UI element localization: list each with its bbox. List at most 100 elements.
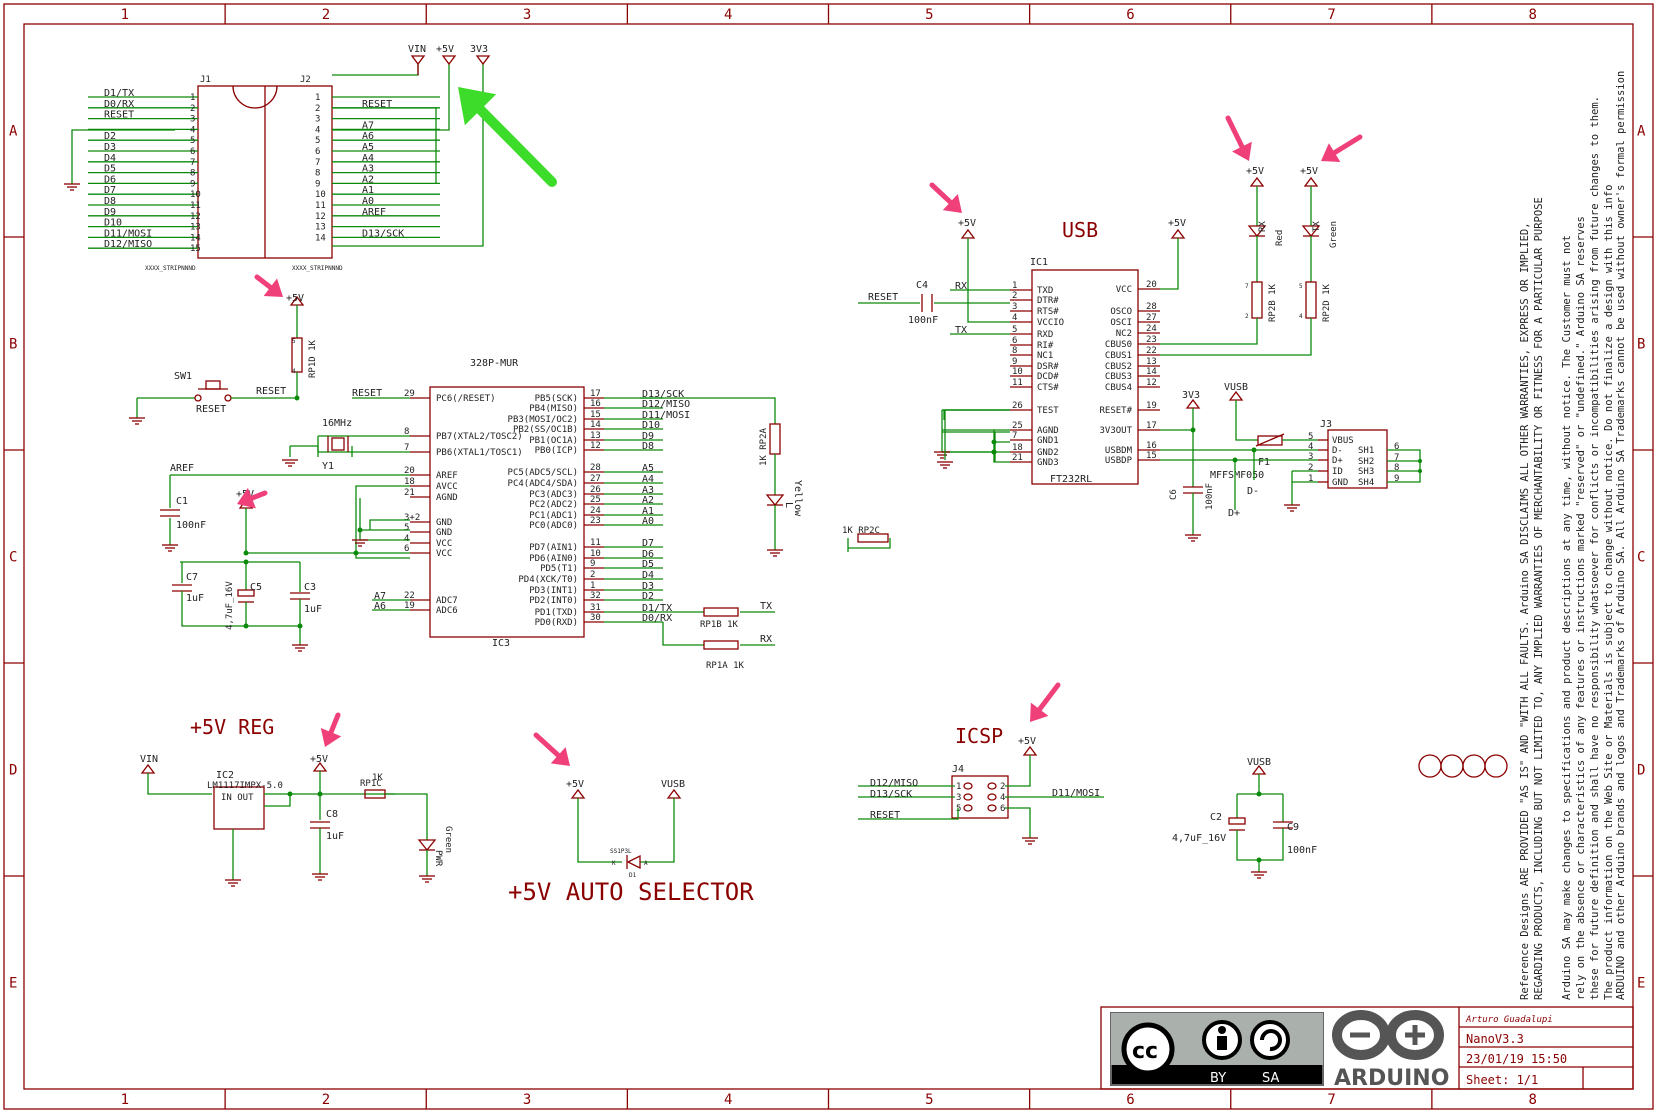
usb-left-pin-name: GND2 [1037, 448, 1059, 458]
mcu-left-pin-name: PC6(/RESET) [436, 394, 496, 404]
j1-pin-label: D4 [104, 153, 116, 164]
j1-pin-label: D2 [104, 131, 116, 142]
mcu-left-pin-number: 22 [404, 591, 415, 601]
j1-pin-number: 2 [190, 104, 195, 114]
mcu-right-pin-name: PC5(ADC5/SCL) [508, 468, 578, 478]
j1-pin-label: RESET [104, 110, 134, 121]
usb-left-pin-number: 11 [1012, 378, 1023, 388]
pink-arrow-icon [263, 278, 283, 297]
legal-note-line: REGARDING PRODUCTS, INCLUDING BUT NOT LI… [1533, 197, 1545, 1000]
j2-pin-label: A0 [362, 196, 374, 207]
dm-label: D- [1247, 486, 1259, 497]
j2-pin-label: RESET [362, 99, 392, 110]
mcu-right-pin-number: 14 [590, 420, 601, 430]
usb-left-pin-number: 7 [1012, 431, 1017, 441]
mcu-right-pin-name: PB5(SCK) [535, 394, 578, 404]
usb-left-pin-number: 10 [1012, 367, 1023, 377]
c4-label: C4 [916, 280, 928, 291]
mcu-left-pin-name: AREF [436, 471, 458, 481]
tx-led-color: Green [1329, 221, 1339, 248]
usb-vusb-label: VUSB [1224, 382, 1248, 393]
j3-pin-name: D- [1332, 446, 1343, 456]
j2-pin-label: D13/SCK [362, 228, 404, 239]
auto-title: +5V AUTO SELECTOR [508, 878, 754, 906]
mcu-left-pin-number: 21 [404, 488, 415, 498]
c1-value: 100nF [176, 520, 206, 531]
mcu-right-net: A3 [642, 485, 654, 496]
fuse-ref: F1 [1258, 457, 1270, 468]
pwr-led-label: PWR [433, 850, 443, 867]
mcu-left-pin-name: VCC [436, 549, 452, 559]
tx-rx-resistors: RP1B 1K RP1A 1K TX RX [662, 601, 775, 671]
pink-arrow-icon [1030, 702, 1049, 722]
usb-left-pin-name: VCCIO [1037, 318, 1064, 328]
frame-col-label: 7 [1327, 1092, 1335, 1108]
mcu-right-pin-number: 12 [590, 441, 601, 451]
sa-icon [1250, 1020, 1290, 1060]
j2-pin-number: 3 [315, 115, 320, 125]
plus5v-top-label: +5V [436, 44, 454, 55]
mcu-left-pin-name: GND [436, 528, 452, 538]
j3-pin-number: 1 [1308, 474, 1313, 484]
j3-pin-number: 5 [1308, 432, 1313, 442]
mcu-right-pin-number: 15 [590, 410, 601, 420]
c6-value: 100nF [1205, 483, 1215, 510]
mcu-right-pin-name: PD3(INT1) [529, 586, 578, 596]
rx-led-label: RX [1258, 221, 1268, 232]
usb-right-pin-name: CBUS4 [1105, 383, 1132, 393]
mcu-right-pin-number: 16 [590, 399, 601, 409]
usb-right-pin-name: OSCO [1110, 307, 1132, 317]
frame-col-label: 7 [1327, 7, 1335, 23]
j1-pin-number: 10 [190, 190, 201, 200]
led-l-label: L [783, 502, 794, 508]
j1-pin-number: 14 [190, 233, 201, 243]
j1-pin-label: D8 [104, 196, 116, 207]
mcu-right-pin-name: PD0(RXD) [535, 618, 578, 628]
diode-ref: D1 [629, 872, 637, 879]
usb-right-pin-name: CBUS2 [1105, 362, 1132, 372]
usb-left-pin-number: 2 [1012, 291, 1017, 301]
usb-left-pin-name: AGND [1037, 426, 1059, 436]
mcu-right-pin-name: PB0(ICP) [535, 446, 578, 456]
usb-3v3-label: 3V3 [1182, 390, 1200, 401]
c9-label: C9 [1287, 822, 1299, 833]
frame-col-label: 6 [1126, 1092, 1134, 1108]
icsp-title: ICSP [955, 724, 1003, 748]
mcu-right-net: D9 [642, 431, 654, 442]
j2-pin-number: 13 [315, 223, 326, 233]
mcu-right-net: A1 [642, 506, 654, 517]
mcu-right-pin-number: 24 [590, 506, 601, 516]
tb-name: NanoV3.3 [1466, 1032, 1524, 1046]
usb-right-pin-number: 17 [1146, 421, 1157, 431]
c2-label: C2 [1210, 812, 1222, 823]
usb-left-pin-name: GND3 [1037, 458, 1059, 468]
c3-value: 1uF [304, 604, 322, 615]
frame-col-label: 2 [322, 1092, 330, 1108]
icsp-pin [987, 804, 997, 812]
vin-label: VIN [408, 44, 426, 55]
icsp-pin-number: 4 [1000, 793, 1005, 803]
cc-sa: SA [1262, 1071, 1279, 1086]
mcu-right-pin-number: 23 [590, 516, 601, 526]
usb-right-pin-number: 22 [1146, 346, 1157, 356]
mcu-right-pin-number: 31 [590, 603, 601, 613]
mcu-right-net: A4 [642, 474, 654, 485]
led-l-color: Yellow [792, 480, 803, 517]
usb-left-pin-number: 4 [1012, 313, 1017, 323]
rp2d-pin: 4 [1299, 313, 1303, 320]
arduino-logo-icon [1332, 1010, 1444, 1060]
j3-shield-name: SH4 [1358, 478, 1374, 488]
mounting-holes [1418, 754, 1508, 778]
3v3-top-label: 3V3 [470, 44, 488, 55]
mcu-right-pin-number: 25 [590, 495, 601, 505]
reg-vin-label: VIN [140, 754, 158, 765]
pink-arrow-icon [1225, 115, 1245, 150]
mcu-right-pin-name: PD4(XCK/T0) [518, 575, 578, 585]
usb-right-pin-name: NC2 [1116, 329, 1132, 339]
icsp-pin-number: 6 [1000, 804, 1005, 814]
usb-right-pin-number: 12 [1146, 378, 1157, 388]
usb-vcc-label: +5V [1168, 218, 1186, 229]
mcu-left-pin-name: PB7(XTAL2/TOSC2) [436, 432, 523, 442]
